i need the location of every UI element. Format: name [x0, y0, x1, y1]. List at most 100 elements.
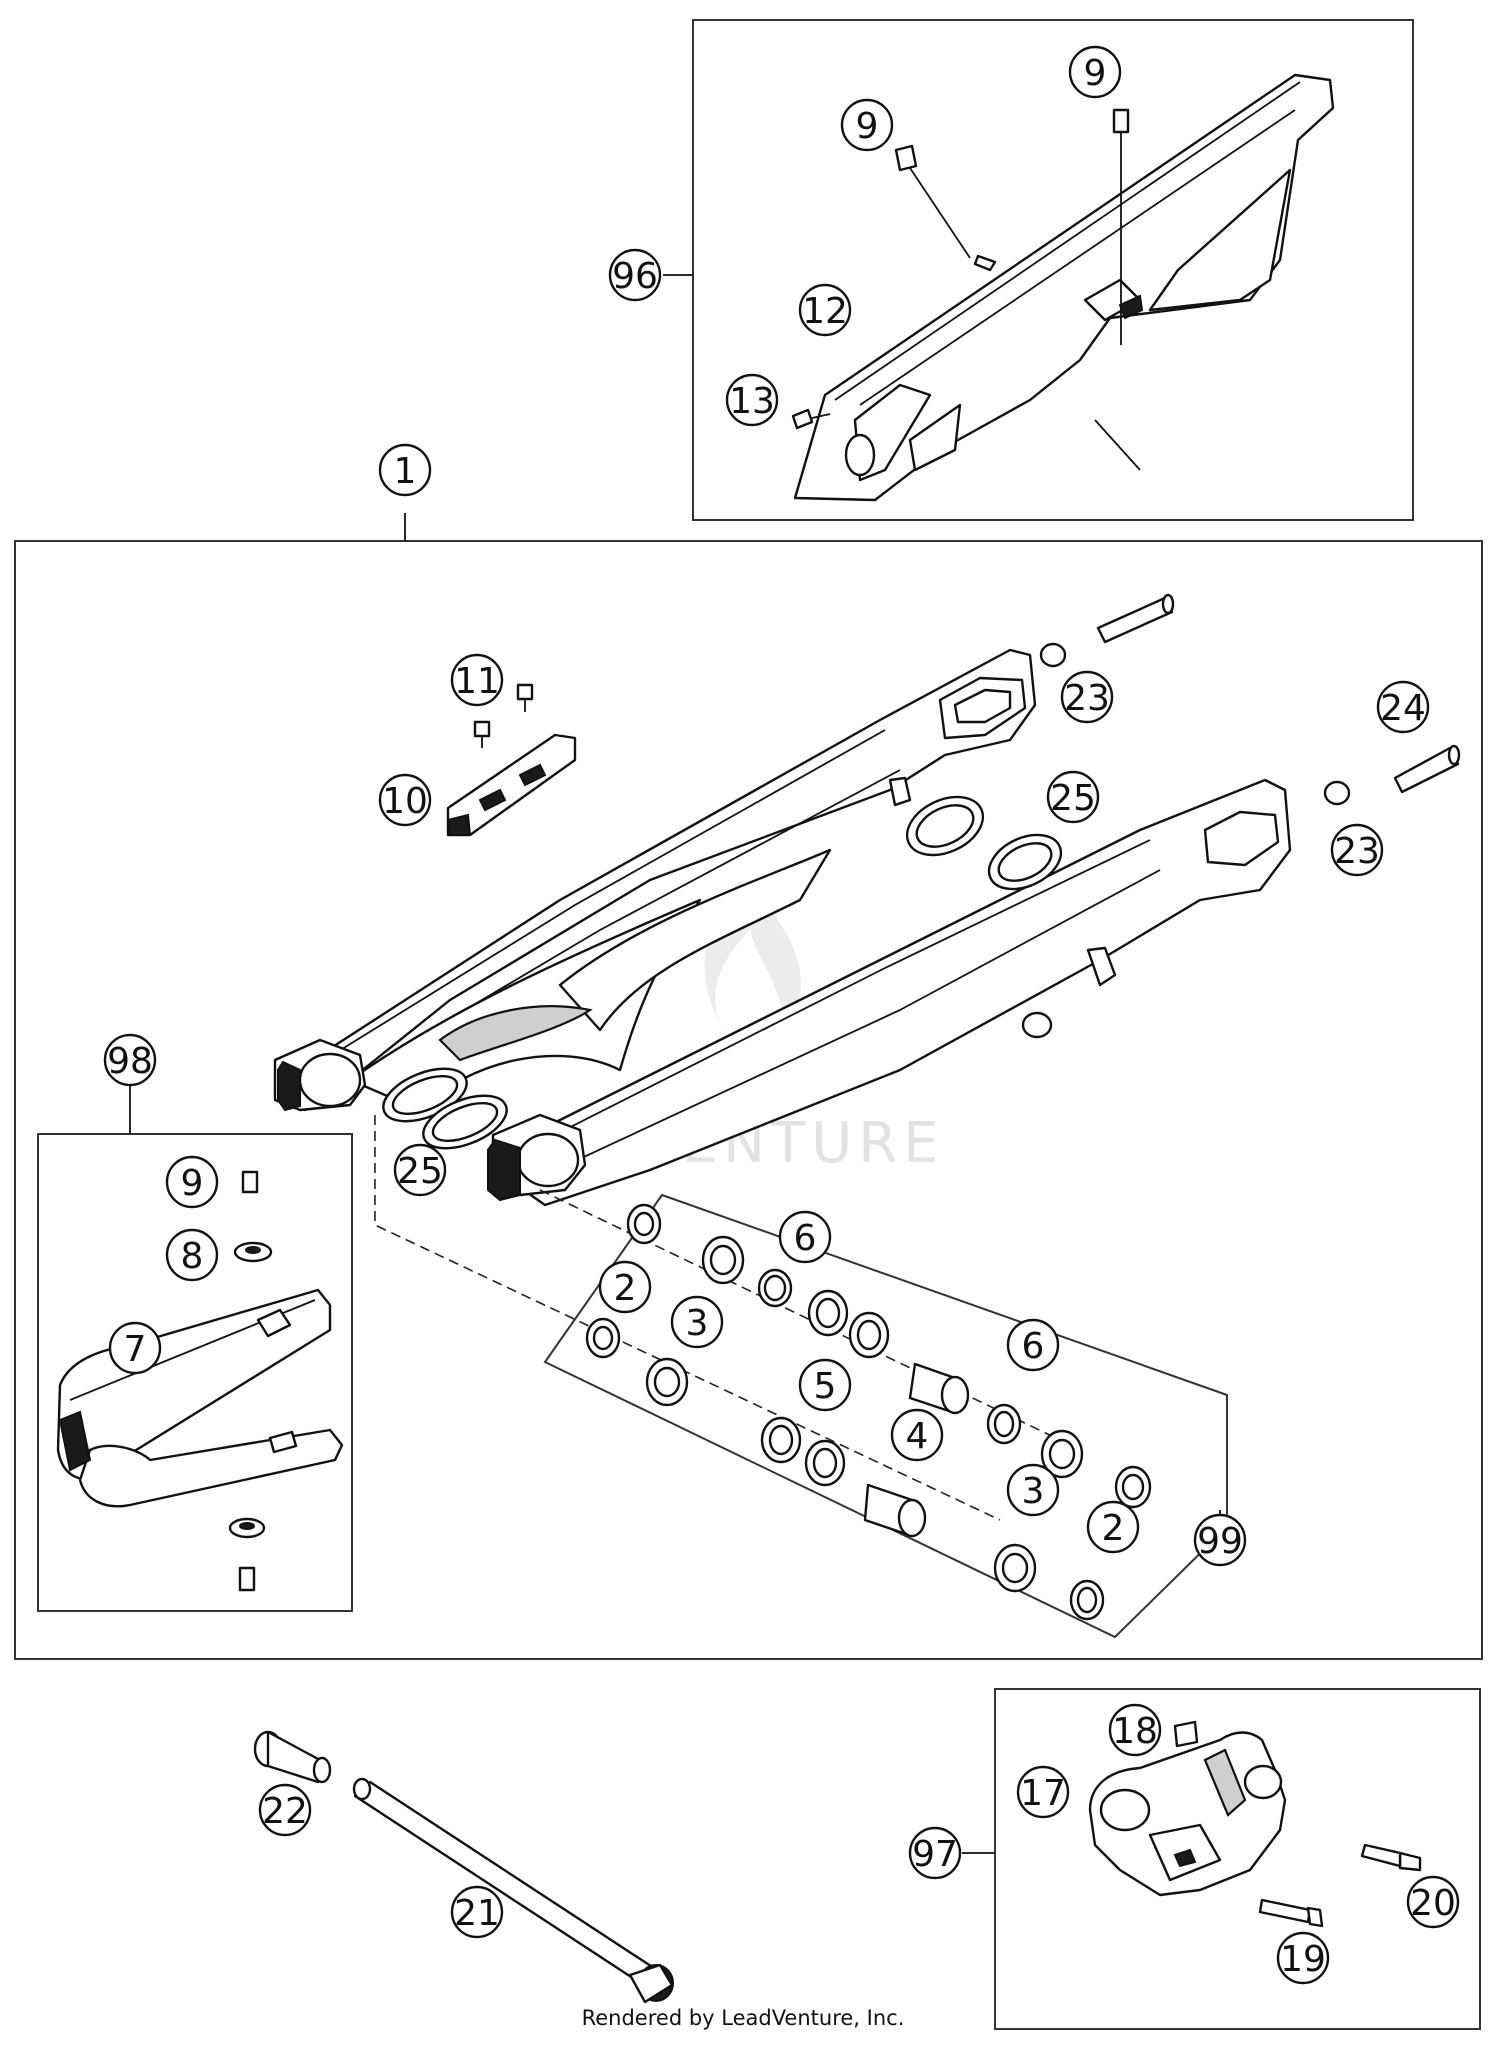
chain-guard — [793, 73, 1335, 502]
bearing-kit-parts — [585, 1203, 1152, 1621]
assembly-line-right — [539, 1189, 1061, 1441]
svg-text:25: 25 — [1050, 778, 1096, 819]
chain-guide — [1088, 1731, 1287, 1897]
callout-9-guard-side: 9 — [840, 98, 894, 152]
seal-ring-upper — [905, 795, 1063, 891]
svg-text:6: 6 — [1022, 1326, 1045, 1367]
svg-text:99: 99 — [1197, 1521, 1243, 1562]
svg-text:96: 96 — [612, 256, 658, 297]
callout-10: 10 — [378, 773, 432, 827]
callout-22: 22 — [258, 1783, 312, 1837]
callouts: 96 9 9 12 13 1 11 10 23 24 25 23 98 25 9… — [103, 45, 1460, 1985]
callout-96: 96 — [608, 248, 662, 302]
svg-text:6: 6 — [794, 1218, 817, 1259]
axle-sleeve-upper — [1096, 593, 1175, 644]
callout-11: 11 — [450, 653, 504, 707]
callout-17: 17 — [1016, 1765, 1070, 1819]
svg-text:4: 4 — [906, 1416, 929, 1457]
svg-text:3: 3 — [1022, 1471, 1045, 1512]
callout-3-lower: 3 — [1006, 1463, 1060, 1517]
callout-13: 13 — [725, 373, 779, 427]
pivot-washer-bolt — [253, 1730, 332, 1784]
svg-text:19: 19 — [1280, 1939, 1326, 1980]
callout-25-lower: 25 — [393, 1143, 447, 1197]
pivot-axle — [352, 1777, 674, 2004]
svg-text:3: 3 — [686, 1303, 709, 1344]
chain-guide-screw-long — [1258, 1898, 1324, 1928]
callout-97: 97 — [908, 1826, 962, 1880]
chain-guard-bolt-side — [894, 144, 997, 272]
assembly-line-left — [374, 1115, 1001, 1521]
callout-8: 8 — [165, 1228, 219, 1282]
svg-text:12: 12 — [802, 291, 848, 332]
seal-ring-lower — [382, 1067, 508, 1150]
svg-text:21: 21 — [454, 1893, 500, 1934]
axle-nut-upper — [1039, 642, 1067, 668]
callout-6-upper: 6 — [778, 1210, 832, 1264]
svg-text:9: 9 — [181, 1163, 204, 1204]
callout-9-slider: 9 — [165, 1155, 219, 1209]
svg-text:10: 10 — [382, 781, 428, 822]
svg-text:97: 97 — [912, 1834, 958, 1875]
svg-text:23: 23 — [1064, 678, 1110, 719]
callout-21: 21 — [450, 1885, 504, 1939]
svg-text:98: 98 — [107, 1041, 153, 1082]
svg-text:18: 18 — [1112, 1711, 1158, 1752]
svg-text:9: 9 — [1084, 53, 1107, 94]
svg-text:1: 1 — [394, 451, 417, 492]
chain-slider-washer-bottom — [228, 1517, 266, 1539]
callout-23-lower: 23 — [1330, 823, 1384, 877]
svg-text:17: 17 — [1020, 1773, 1066, 1814]
svg-text:13: 13 — [729, 381, 775, 422]
svg-text:20: 20 — [1410, 1883, 1456, 1924]
svg-text:23: 23 — [1334, 831, 1380, 872]
svg-text:11: 11 — [454, 661, 500, 702]
chain-guide-nut — [1173, 1720, 1199, 1748]
frame-bearing-kit-group — [543, 1193, 1228, 1639]
frame-chain-guide-group — [994, 1688, 1481, 2030]
callout-19: 19 — [1276, 1931, 1330, 1985]
frame-chain-guard-group — [692, 19, 1414, 521]
callout-6-lower: 6 — [1006, 1318, 1060, 1372]
frame-chain-slider-group — [37, 1133, 353, 1612]
svg-text:2: 2 — [614, 1268, 637, 1309]
callout-24: 24 — [1376, 680, 1430, 734]
axle-nut-lower — [1323, 780, 1351, 806]
chain-slide-pad — [446, 733, 577, 837]
callout-9-guard-top: 9 — [1068, 45, 1122, 99]
callout-7: 7 — [108, 1321, 162, 1375]
svg-text:8: 8 — [181, 1236, 204, 1277]
svg-text:2: 2 — [1102, 1508, 1125, 1549]
callout-2-lower: 2 — [1086, 1500, 1140, 1554]
axle-sleeve-lower — [1393, 744, 1461, 794]
callout-99: 99 — [1193, 1513, 1247, 1567]
callout-18: 18 — [1108, 1703, 1162, 1757]
callout-2-upper: 2 — [598, 1260, 652, 1314]
callout-12: 12 — [798, 283, 852, 337]
callout-4: 4 — [890, 1408, 944, 1462]
pad-screw-pair — [473, 683, 534, 748]
chain-guard-screw — [791, 408, 831, 430]
callout-5: 5 — [798, 1358, 852, 1412]
frame-swingarm-group — [14, 540, 1483, 1660]
callout-98: 98 — [103, 1033, 157, 1087]
chain-slider-bolt-bottom — [238, 1566, 256, 1592]
chain-slider-bolt-top — [241, 1170, 259, 1194]
footer-credit: Rendered by LeadVenture, Inc. — [582, 2006, 905, 2030]
swingarm — [273, 648, 1292, 1207]
callout-3-upper: 3 — [670, 1295, 724, 1349]
chain-slider — [56, 1288, 344, 1508]
callout-25-upper: 25 — [1046, 770, 1100, 824]
chain-slider-washer-top — [233, 1241, 273, 1263]
callout-1: 1 — [378, 443, 432, 497]
svg-text:5: 5 — [814, 1366, 837, 1407]
svg-text:7: 7 — [124, 1329, 147, 1370]
svg-text:9: 9 — [856, 106, 879, 147]
callout-20: 20 — [1406, 1875, 1460, 1929]
svg-text:25: 25 — [397, 1151, 443, 1192]
chain-guide-screw-short — [1360, 1843, 1422, 1872]
callout-23-upper: 23 — [1060, 670, 1114, 724]
svg-text:22: 22 — [262, 1791, 308, 1832]
svg-text:24: 24 — [1380, 688, 1426, 729]
